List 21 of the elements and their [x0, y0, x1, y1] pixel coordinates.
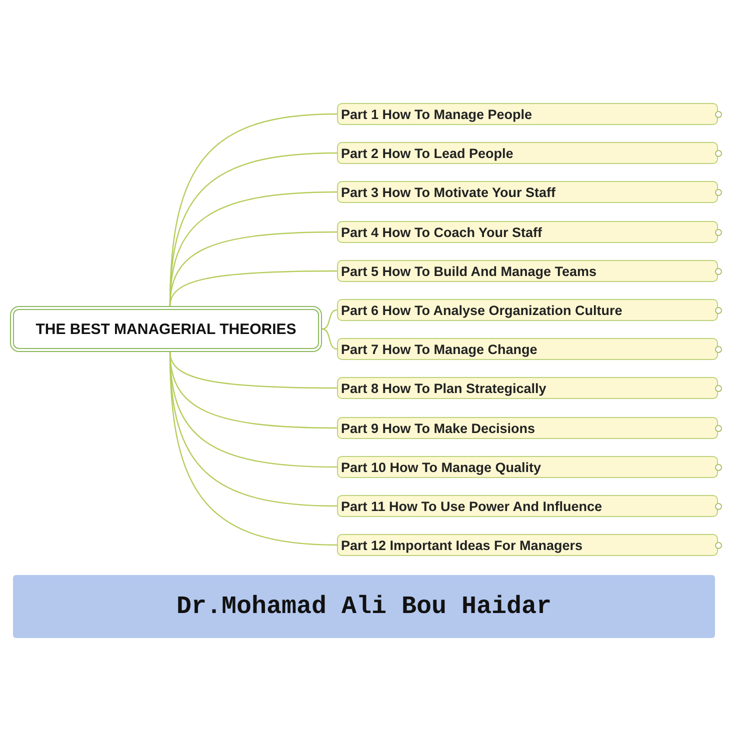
connector-line — [169, 270, 337, 306]
topic-text: Part 1 How To Manage People — [341, 106, 532, 122]
topic-text: Part 3 How To Motivate Your Staff — [341, 184, 556, 200]
topic-text: Part 5 How To Build And Manage Teams — [341, 264, 597, 278]
connector-line — [169, 352, 338, 546]
topic-text: THE BEST MANAGERIAL THEORIES — [36, 320, 296, 338]
topic-text: Part 7 How To Manage Change — [341, 342, 538, 356]
topic-text: Part 10 How To Manage Quality — [341, 460, 542, 474]
central-topic-box — [10, 306, 322, 352]
author-banner — [13, 575, 715, 638]
topic-text: Part 6 How To Analyse Organization Culture — [341, 302, 622, 318]
topic-text: Part 12 Important Ideas For Managers — [341, 538, 583, 552]
topic-text: Part 8 How To Plan Strategically — [341, 380, 546, 396]
topic-text: Part 4 How To Coach Your Staff — [341, 224, 542, 240]
topic-text: Part 2 How To Lead People — [341, 146, 514, 160]
connector-line — [322, 328, 338, 350]
topic-text: Part 11 How To Use Power And Influence — [341, 498, 602, 514]
topic-text: Part 9 How To Make Decisions — [341, 420, 536, 436]
connector-line — [322, 309, 338, 330]
author-name: Dr.Mohamad Ali Bou Haidar — [176, 592, 552, 621]
connector-line — [169, 352, 337, 389]
